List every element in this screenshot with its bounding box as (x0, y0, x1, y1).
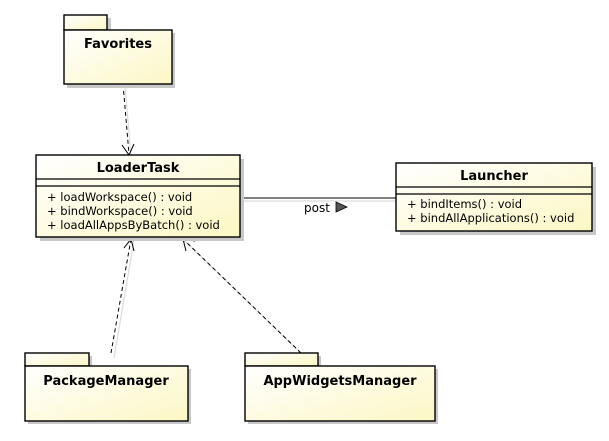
operation-load-workspace: + loadWorkspace() : void (47, 190, 192, 204)
direction-arrow-icon (335, 201, 348, 213)
dependency-appwidgetsmanager-loadertask[interactable] (182, 238, 305, 357)
dependency-packagemanager-loadertask[interactable] (110, 237, 135, 359)
class-box (35, 154, 241, 238)
association-label: post (304, 201, 330, 215)
package-body (63, 29, 173, 85)
package-body (24, 365, 189, 422)
class-box (395, 162, 593, 232)
association-loadertask-launcher[interactable]: post (240, 197, 397, 215)
package-packagemanager[interactable]: PackageManager (24, 352, 191, 424)
package-name: Favorites (84, 37, 152, 52)
operation-bind-items: + bindItems() : void (407, 197, 522, 211)
class-loadertask[interactable]: LoaderTask + loadWorkspace() : void + bi… (35, 154, 244, 241)
class-name: Launcher (460, 169, 528, 184)
operation-bind-workspace: + bindWorkspace() : void (47, 204, 193, 218)
dependency-favorites-loadertask[interactable] (121, 83, 135, 157)
class-launcher[interactable]: Launcher + bindItems() : void + bindAllA… (395, 162, 596, 235)
class-name: LoaderTask (97, 161, 180, 176)
package-body (244, 365, 436, 422)
package-name: AppWidgetsManager (263, 374, 417, 389)
package-tab (244, 352, 319, 367)
package-name: PackageManager (43, 374, 169, 389)
package-appwidgetsmanager[interactable]: AppWidgetsManager (244, 352, 438, 424)
operation-bind-all-applications: + bindAllApplications() : void (407, 211, 574, 225)
open-arrow-icon (121, 143, 135, 157)
package-favorites[interactable]: Favorites (63, 14, 175, 88)
package-tab (24, 352, 90, 367)
package-tab (63, 14, 108, 31)
operation-load-all-apps: + loadAllAppsByBatch() : void (47, 218, 220, 232)
